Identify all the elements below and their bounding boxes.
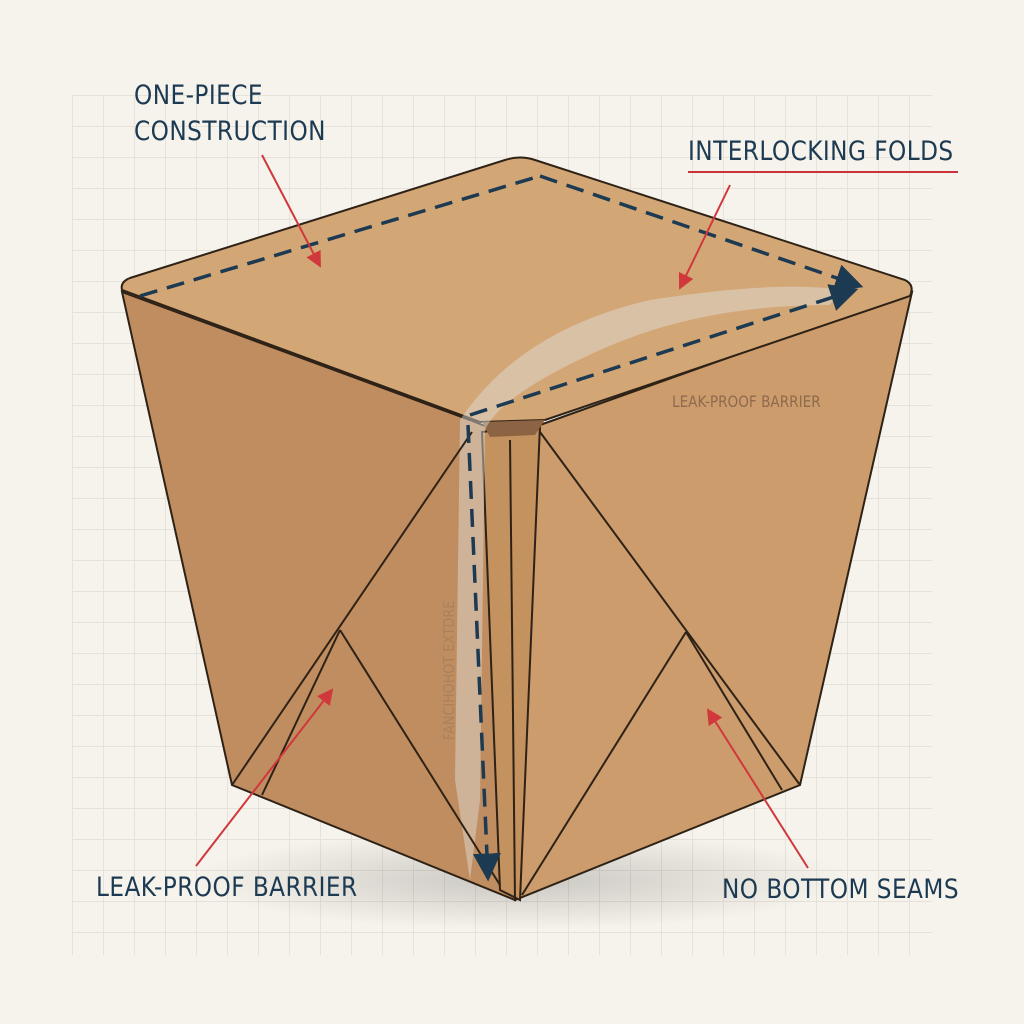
label-interlocking-folds: INTERLOCKING FOLDS — [688, 136, 954, 167]
top-face — [120, 156, 913, 424]
corner-notch — [482, 420, 545, 437]
interlocking-fold-paths — [139, 174, 864, 882]
arrow-no-bottom-seams — [706, 708, 809, 869]
fold-lines — [231, 431, 801, 901]
arrow-leak-proof — [195, 688, 334, 867]
label-no-bottom-seams: NO BOTTOM SEAMS — [722, 874, 959, 905]
arrow-interlocking — [678, 184, 731, 290]
label-leak-proof-barrier: LEAK-PROOF BARRIER — [96, 872, 358, 903]
arrow-one-piece — [261, 154, 321, 268]
faint-vertical-text: FANCIHOHOT EXTDRE — [440, 600, 458, 740]
label-one-piece-line2: CONSTRUCTION — [134, 116, 326, 147]
callout-arrows — [195, 154, 809, 869]
interlocking-underline — [688, 171, 958, 173]
label-one-piece-line1: ONE-PIECE — [134, 80, 263, 111]
inner-label-leak-proof: LEAK-PROOF BARRIER — [672, 392, 821, 411]
